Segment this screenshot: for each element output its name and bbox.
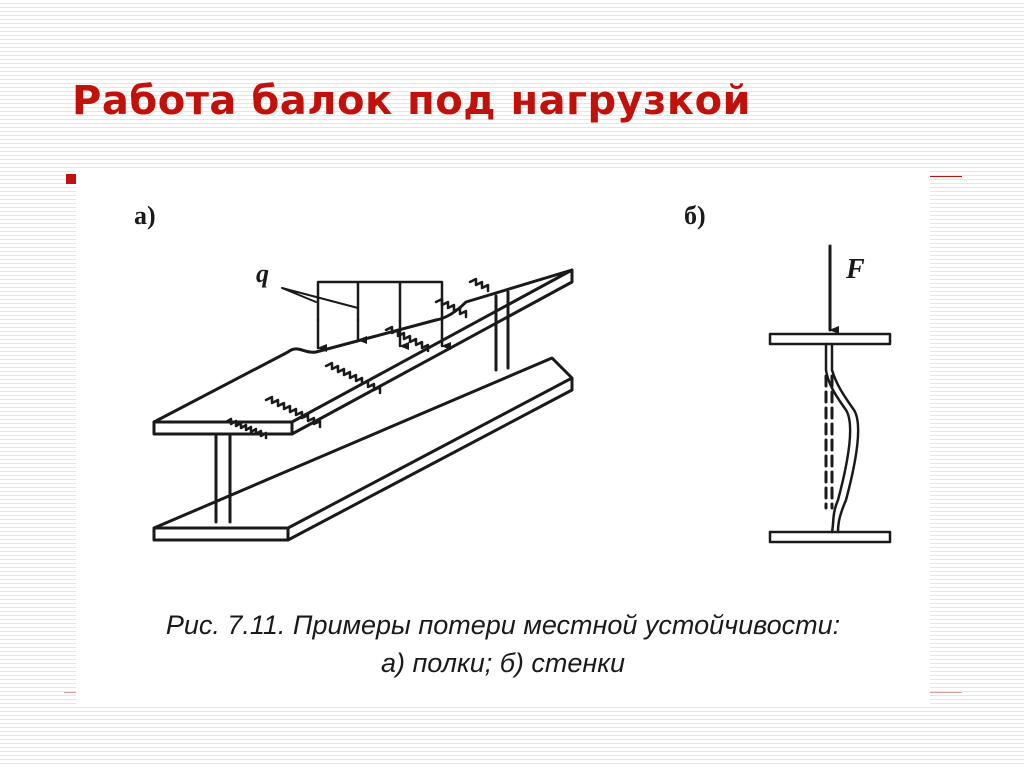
section-web-buckled: [824, 342, 860, 534]
slide-title: Работа балок под нагрузкой: [72, 78, 752, 124]
label-b: б): [684, 201, 706, 230]
figure-panel: а) б) q: [76, 170, 930, 704]
force-label: F: [845, 254, 865, 285]
load-q-leaders: [281, 287, 359, 309]
load-q-box: [316, 280, 444, 322]
figure-diagram: а) б) q: [134, 201, 892, 544]
section-bottom-flange: [768, 530, 892, 544]
load-q-label: q: [256, 259, 269, 288]
beam-flange-junction: [224, 277, 490, 440]
decor-rule-bottom-left: [64, 692, 76, 693]
section-top-flange: [768, 332, 892, 346]
decor-rule-top: [930, 176, 962, 177]
figure-caption-line2: а) полки; б) стенки: [380, 648, 626, 678]
figure-caption-line1: Рис. 7.11. Примеры потери местной устойч…: [165, 610, 841, 640]
beam-top-flange: [152, 268, 574, 436]
label-a: а): [134, 201, 156, 230]
beam-b-section: F: [768, 244, 892, 544]
beam-bottom-flange: [152, 356, 574, 542]
section-web-original: [824, 374, 834, 510]
bullet-square: [66, 174, 76, 184]
decor-rule-bottom: [930, 692, 962, 693]
beam-a: q: [152, 259, 574, 542]
beam-web: [214, 290, 510, 524]
